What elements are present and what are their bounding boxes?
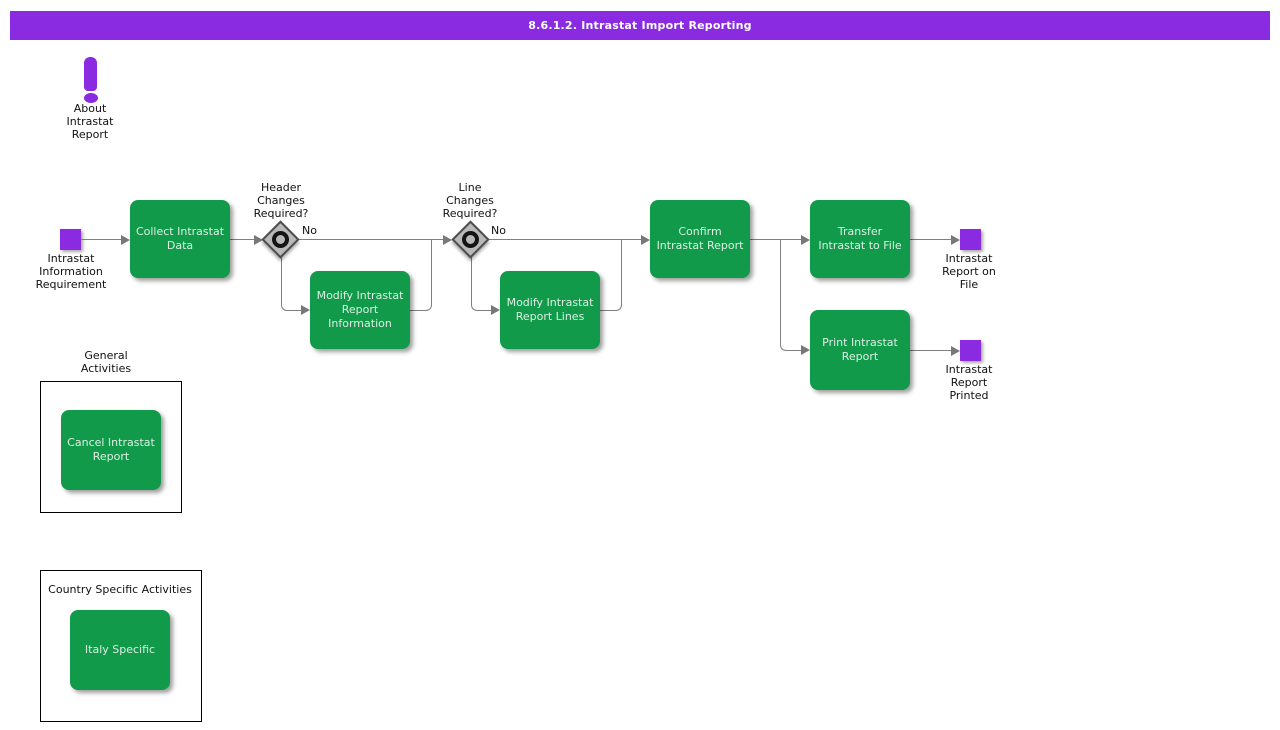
gateway-line-changes[interactable] (451, 220, 490, 259)
arrowhead-icon (951, 346, 960, 356)
arrowhead-icon (641, 235, 650, 245)
task-label: Transfer Intrastat to File (818, 225, 902, 252)
arrowhead-icon (801, 235, 810, 245)
title-bar: 8.6.1.2. Intrastat Import Reporting (10, 11, 1270, 40)
label-report-printed: Intrastat Report Printed (945, 363, 993, 402)
task-cancel-intrastat-report[interactable]: Cancel Intrastat Report (61, 410, 161, 490)
task-transfer-intrastat-to-file[interactable]: Transfer Intrastat to File (810, 200, 910, 278)
task-label: Print Intrastat Report (822, 336, 898, 363)
about-exclamation-icon[interactable] (84, 57, 97, 91)
label-report-on-file: Intrastat Report on File (942, 252, 996, 291)
task-print-intrastat-report[interactable]: Print Intrastat Report (810, 310, 910, 390)
task-label: Italy Specific (84, 643, 156, 656)
end-event-report-printed (960, 340, 981, 361)
task-modify-intrastat-report-information[interactable]: Modify Intrastat Report Information (310, 271, 410, 349)
start-event-square (60, 229, 81, 250)
connector-line (489, 239, 641, 240)
connector-line (750, 239, 801, 240)
gateway-ring-icon (268, 227, 293, 252)
arrowhead-icon (254, 235, 263, 245)
gateway-ring-icon (458, 227, 483, 252)
connector-elbow (600, 240, 622, 311)
task-label: Modify Intrastat Report Information (316, 289, 404, 330)
label-country-specific-activities: Country Specific Activities (48, 583, 192, 596)
arrowhead-icon (121, 235, 130, 245)
task-confirm-intrastat-report[interactable]: Confirm Intrastat Report (650, 200, 750, 278)
gateway-header-changes[interactable] (261, 220, 300, 259)
task-collect-intrastat-data[interactable]: Collect Intrastat Data (130, 200, 230, 278)
label-general-activities: General Activities (80, 349, 132, 375)
about-exclamation-dot-icon[interactable] (84, 93, 98, 103)
label-header-changes-required: Header Changes Required? (253, 181, 309, 220)
start-event-label: Intrastat Information Requirement (35, 252, 107, 291)
task-italy-specific[interactable]: Italy Specific (70, 610, 170, 690)
connector-line (81, 239, 121, 240)
arrowhead-icon (951, 235, 960, 245)
label-line-changes-required: Line Changes Required? (442, 181, 498, 220)
about-label: About Intrastat Report (66, 102, 114, 141)
arrowhead-icon (301, 305, 310, 315)
connector-line (910, 239, 951, 240)
task-label: Confirm Intrastat Report (656, 225, 744, 252)
task-label: Cancel Intrastat Report (67, 436, 155, 463)
group-country-specific-activities (40, 570, 202, 722)
connector-line (230, 239, 254, 240)
connector-elbow (410, 240, 432, 311)
label-no-header: No (302, 224, 317, 237)
label-no-line: No (491, 224, 506, 237)
connector-elbow (281, 257, 304, 311)
end-event-report-on-file (960, 229, 981, 250)
connector-line (299, 239, 443, 240)
task-label: Collect Intrastat Data (135, 225, 225, 252)
task-label: Modify Intrastat Report Lines (506, 296, 594, 323)
task-modify-intrastat-report-lines[interactable]: Modify Intrastat Report Lines (500, 271, 600, 349)
arrowhead-icon (491, 305, 500, 315)
arrowhead-icon (801, 345, 810, 355)
connector-elbow (471, 257, 494, 311)
group-general-activities (40, 381, 182, 513)
arrowhead-icon (443, 235, 452, 245)
connector-elbow (780, 240, 803, 351)
connector-line (910, 350, 951, 351)
page-title: 8.6.1.2. Intrastat Import Reporting (528, 19, 752, 32)
